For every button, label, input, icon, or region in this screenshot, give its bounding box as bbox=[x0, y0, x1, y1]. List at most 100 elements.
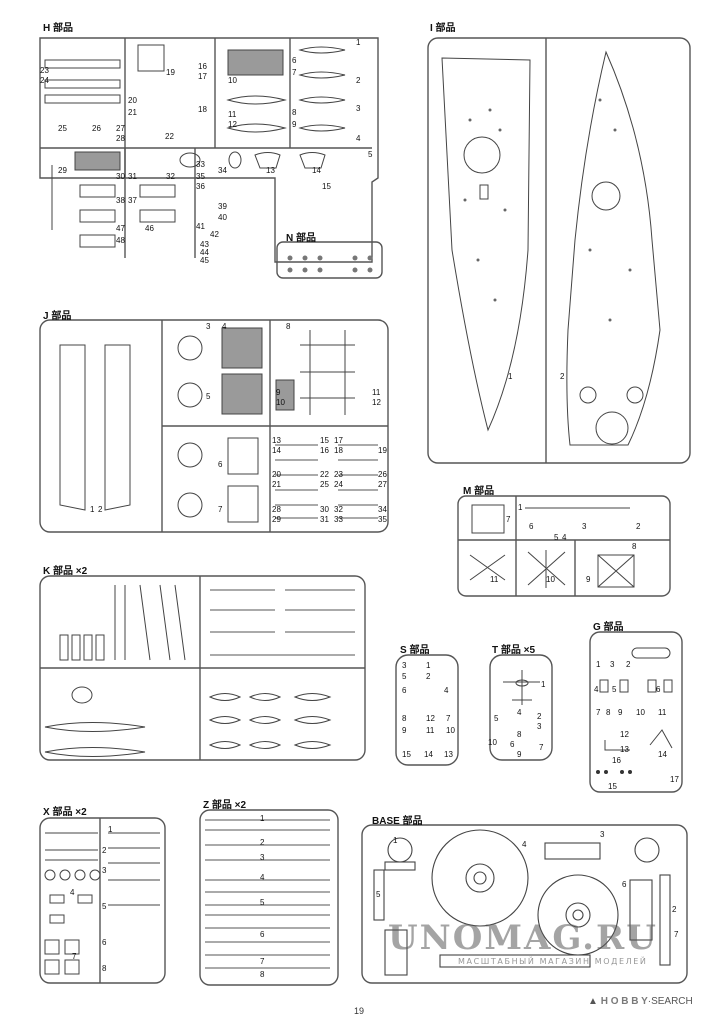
part-number: 5 bbox=[554, 533, 559, 542]
part-number: 3 bbox=[600, 830, 605, 839]
part-number: 1 bbox=[356, 38, 361, 47]
part-number: 8 bbox=[402, 714, 407, 723]
part-number: 14 bbox=[272, 446, 281, 455]
part-number: 12 bbox=[372, 398, 381, 407]
part-number: 5 bbox=[494, 714, 499, 723]
part-number: 2 bbox=[672, 905, 677, 914]
part-number: 34 bbox=[378, 505, 387, 514]
section-label-j: J 部品 bbox=[43, 311, 72, 322]
part-number: 3 bbox=[260, 853, 265, 862]
part-number: 1 bbox=[541, 680, 546, 689]
part-number: 10 bbox=[446, 726, 455, 735]
part-number: 30 bbox=[116, 172, 125, 181]
part-number: 7 bbox=[292, 68, 297, 77]
part-number: 6 bbox=[218, 460, 223, 469]
hobbysearch-logo: ▲ H O B B Y·SEARCH bbox=[588, 996, 693, 1007]
part-number: 32 bbox=[334, 505, 343, 514]
part-number: 6 bbox=[656, 685, 661, 694]
part-number: 26 bbox=[92, 124, 101, 133]
part-number: 21 bbox=[128, 108, 137, 117]
part-number: 8 bbox=[517, 730, 522, 739]
part-number: 42 bbox=[210, 230, 219, 239]
part-number: 16 bbox=[198, 62, 207, 71]
part-number: 3 bbox=[537, 722, 542, 731]
part-number: 22 bbox=[165, 132, 174, 141]
part-number: 5 bbox=[206, 392, 211, 401]
part-number: 3 bbox=[582, 522, 587, 531]
sprue-frame-s bbox=[395, 654, 459, 766]
part-number: 24 bbox=[40, 76, 49, 85]
part-number: 23 bbox=[40, 66, 49, 75]
part-number: 7 bbox=[218, 505, 223, 514]
section-label-base: BASE 部品 bbox=[372, 816, 423, 827]
watermark-subtitle: МАСШТАБНЫЙ МАГАЗИН МОДЕЛЕЙ bbox=[458, 957, 648, 966]
part-number: 21 bbox=[272, 480, 281, 489]
section-label-m: M 部品 bbox=[463, 486, 495, 497]
part-number: 43 bbox=[200, 240, 209, 249]
sprue-frame-base bbox=[361, 824, 688, 984]
part-number: 28 bbox=[116, 134, 125, 143]
part-number: 9 bbox=[402, 726, 407, 735]
part-number: 20 bbox=[272, 470, 281, 479]
part-number: 8 bbox=[286, 322, 291, 331]
sprue-frame-z bbox=[199, 809, 339, 986]
part-number: 11 bbox=[426, 726, 435, 735]
part-number: 8 bbox=[632, 542, 637, 551]
part-number: 3 bbox=[206, 322, 211, 331]
section-label-i: I 部品 bbox=[430, 23, 456, 34]
part-number: 5 bbox=[402, 672, 407, 681]
part-number: 19 bbox=[378, 446, 387, 455]
section-label-g: G 部品 bbox=[593, 622, 624, 633]
part-number: 3 bbox=[402, 661, 407, 670]
part-number: 8 bbox=[260, 970, 265, 979]
part-number: 3 bbox=[102, 866, 107, 875]
part-number: 7 bbox=[596, 708, 601, 717]
part-number: 5 bbox=[612, 685, 617, 694]
part-number: 6 bbox=[622, 880, 627, 889]
part-number: 2 bbox=[626, 660, 631, 669]
part-number: 2 bbox=[356, 76, 361, 85]
sprue-frame-n bbox=[276, 241, 383, 279]
part-number: 15 bbox=[402, 750, 411, 759]
part-number: 13 bbox=[272, 436, 281, 445]
part-number: 1 bbox=[393, 836, 398, 845]
part-number: 37 bbox=[128, 196, 137, 205]
part-number: 10 bbox=[276, 398, 285, 407]
part-number: 10 bbox=[546, 575, 555, 584]
part-number: 10 bbox=[636, 708, 645, 717]
part-number: 4 bbox=[444, 686, 449, 695]
part-number: 40 bbox=[218, 213, 227, 222]
part-number: 3 bbox=[356, 104, 361, 113]
part-number: 6 bbox=[260, 930, 265, 939]
part-number: 41 bbox=[196, 222, 205, 231]
part-number: 13 bbox=[266, 166, 275, 175]
part-number: 31 bbox=[128, 172, 137, 181]
part-number: 33 bbox=[334, 515, 343, 524]
sprue-frame-t bbox=[489, 654, 553, 761]
part-number: 13 bbox=[444, 750, 453, 759]
part-number: 10 bbox=[488, 738, 497, 747]
part-number: 6 bbox=[510, 740, 515, 749]
part-number: 14 bbox=[658, 750, 667, 759]
part-number: 4 bbox=[260, 873, 265, 882]
part-number: 7 bbox=[72, 952, 77, 961]
triangle-logo-icon: ▲ bbox=[588, 996, 598, 1007]
part-number: 11 bbox=[372, 388, 381, 397]
part-number: 25 bbox=[58, 124, 67, 133]
part-number: 46 bbox=[145, 224, 154, 233]
part-number: 47 bbox=[116, 224, 125, 233]
hull-deck-part-1 bbox=[441, 57, 531, 432]
part-number: 36 bbox=[196, 182, 205, 191]
part-number: 9 bbox=[618, 708, 623, 717]
part-number: 2 bbox=[260, 838, 265, 847]
part-number: 9 bbox=[292, 120, 297, 129]
part-number: 34 bbox=[218, 166, 227, 175]
part-number: 24 bbox=[334, 480, 343, 489]
section-label-x: X 部品 ×2 bbox=[43, 807, 87, 818]
part-number: 10 bbox=[228, 76, 237, 85]
part-number: 20 bbox=[128, 96, 137, 105]
section-label-t: T 部品 ×5 bbox=[492, 645, 536, 656]
part-number: 14 bbox=[312, 166, 321, 175]
part-number: 16 bbox=[320, 446, 329, 455]
